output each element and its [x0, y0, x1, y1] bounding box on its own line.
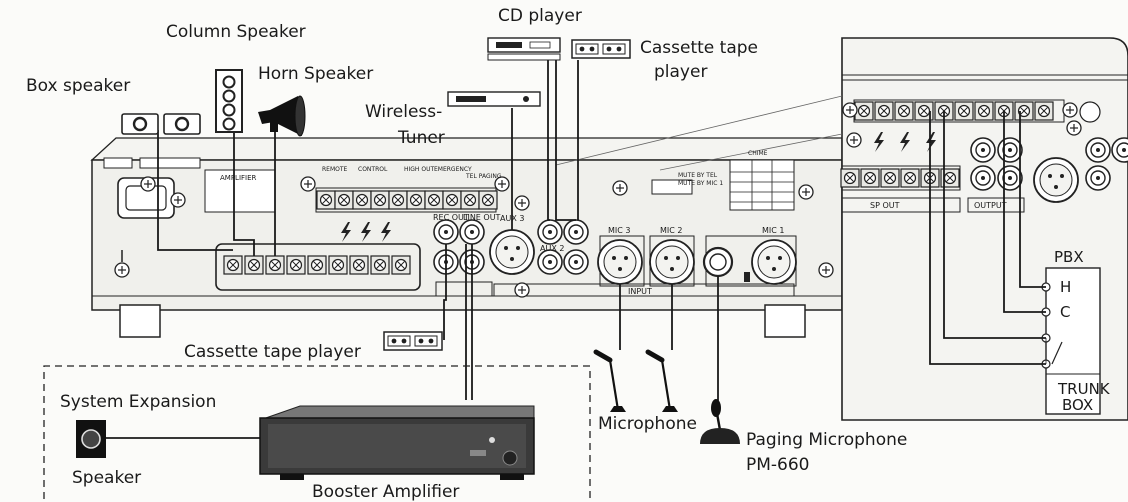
speaker-label: Speaker — [72, 468, 142, 488]
cd-player-device — [487, 37, 561, 61]
trunk-box-label-line2: BOX — [1062, 396, 1094, 414]
control-label: CONTROL — [358, 166, 388, 173]
amplifier-plate-label: AMPLIFIER — [220, 174, 257, 182]
cassette-bottom-label: Cassette tape player — [184, 342, 361, 362]
wireless-tuner-device — [447, 91, 541, 107]
paging-microphone-label-line2: PM-660 — [746, 455, 810, 475]
cassette-top-label-line2: player — [654, 62, 708, 82]
cassette-player-bottom-device — [383, 331, 443, 351]
mic2-label: MIC 2 — [660, 226, 683, 235]
amplifier-rear-panel — [90, 137, 843, 338]
pbx-label: PBX — [1054, 248, 1084, 266]
pbx-c-label: C — [1060, 303, 1071, 321]
chime-label: CHIME — [748, 150, 768, 157]
horn-speaker-device — [258, 95, 306, 137]
microphone-1-device — [596, 352, 626, 412]
booster-amplifier-device — [259, 405, 535, 480]
line-out-label: LINE OUT — [463, 213, 501, 222]
horn-speaker-label: Horn Speaker — [258, 64, 374, 84]
cassette-player-top-device — [571, 39, 631, 59]
system-expansion-frame — [43, 365, 591, 499]
high-out-label: HIGH OUT — [404, 166, 435, 173]
paging-microphone-device — [700, 399, 740, 444]
column-speaker-label: Column Speaker — [166, 22, 306, 42]
aux2-label: AUX 2 — [540, 244, 565, 253]
remote-label: REMOTE — [322, 166, 348, 173]
input-label: INPUT — [628, 287, 652, 296]
box-speaker-label: Box speaker — [26, 76, 131, 96]
wireless-tuner-label-line1: Wireless- — [365, 102, 443, 122]
output-label: OUTPUT — [974, 201, 1007, 210]
mic3-label: MIC 3 — [608, 226, 631, 235]
trunk-box-label-line1: TRUNK — [1058, 380, 1110, 398]
pbx-trunk-box — [1041, 267, 1101, 415]
wireless-tuner-label-line2: Tuner — [398, 128, 445, 148]
pbx-h-label: H — [1060, 278, 1072, 296]
rec-out-label: REC OUT — [433, 213, 469, 222]
expansion-speaker-device — [76, 420, 106, 458]
emergency-label: EMERGENCY — [434, 166, 472, 173]
mute-by-tel-label: MUTE BY TEL — [678, 172, 718, 179]
microphone-2-device — [648, 352, 678, 412]
aux3-label: AUX 3 — [500, 214, 525, 223]
cd-player-label: CD player — [498, 6, 582, 26]
microphone-label: Microphone — [598, 414, 697, 434]
cassette-top-label-line1: Cassette tape — [640, 38, 758, 58]
mute-by-mic1-label: MUTE BY MIC 1 — [678, 180, 724, 187]
wiring-lines — [104, 60, 1046, 439]
paging-microphone-label-line1: Paging Microphone — [746, 430, 908, 450]
sp-out-label: SP OUT — [870, 201, 900, 210]
mic1-label: MIC 1 — [762, 226, 785, 235]
tel-paging-label: TEL PAGING — [466, 173, 502, 180]
booster-amplifier-label: Booster Amplifier — [312, 482, 460, 502]
box-speaker-device — [121, 113, 201, 135]
column-speaker-device — [215, 69, 243, 133]
system-expansion-label: System Expansion — [60, 392, 217, 412]
